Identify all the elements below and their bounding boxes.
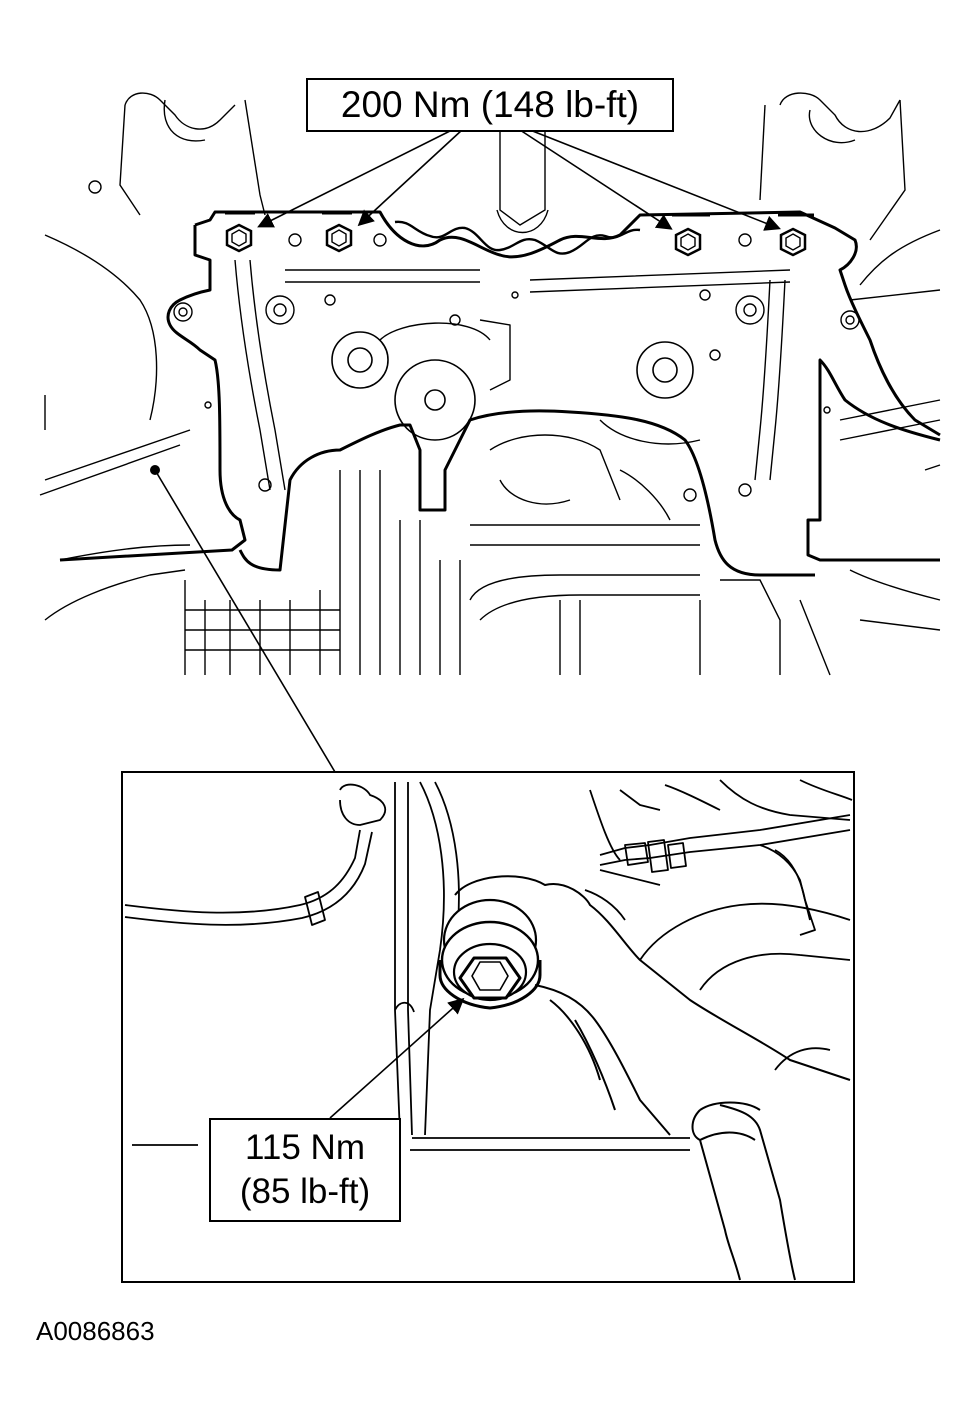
subframe <box>59 180 941 577</box>
inset-detail-art <box>124 779 853 1281</box>
subframe-bolt-4 <box>778 213 814 257</box>
torque-leader-line-inset <box>329 997 465 1119</box>
subframe-bolt-group <box>225 211 814 257</box>
torque-callout-inset-lbft: (85 lb-ft) <box>239 1172 371 1211</box>
torque-callout-inset: 115 Nm (85 lb-ft) <box>209 1118 401 1222</box>
torque-callout-subframe: 200 Nm (148 lb-ft) <box>306 78 674 132</box>
subframe-bolt-1 <box>225 211 255 253</box>
detail-locator <box>150 465 336 773</box>
break-line <box>394 220 641 255</box>
inset-bolt <box>438 898 542 1010</box>
figure-id-label: A0086863 <box>36 1316 155 1346</box>
background-structure <box>39 92 941 676</box>
torque-leader-lines-top <box>257 129 781 231</box>
subframe-bolt-2 <box>322 211 353 253</box>
subframe-bolt-3 <box>672 213 710 257</box>
torque-callout-inset-nm: 115 Nm <box>245 1128 365 1167</box>
